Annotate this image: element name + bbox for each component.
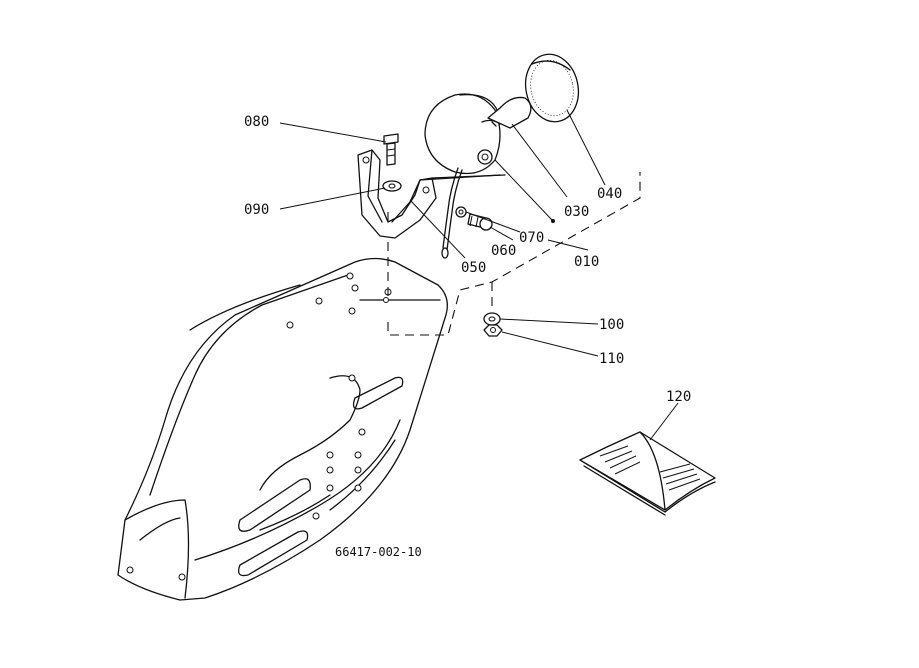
assembly-guides — [387, 172, 641, 336]
label-100: 100 — [599, 317, 624, 333]
bolt-080 — [382, 133, 402, 192]
label-060: 060 — [491, 243, 516, 259]
fender — [117, 257, 448, 601]
screw-060 — [467, 213, 493, 231]
operator-manual — [579, 431, 716, 516]
washer-100 — [483, 312, 501, 326]
label-120: 120 — [666, 389, 691, 405]
nut-110 — [483, 324, 503, 337]
label-080: 080 — [244, 114, 269, 130]
lamp-lens — [524, 53, 580, 123]
leader-lines — [279, 109, 679, 441]
label-050: 050 — [461, 260, 486, 276]
label-040: 040 — [597, 186, 622, 202]
label-090: 090 — [244, 202, 269, 218]
label-010: 010 — [574, 254, 599, 270]
drawing-reference-number: 66417-002-10 — [335, 545, 422, 559]
label-030: 030 — [564, 204, 589, 220]
label-070: 070 — [519, 230, 544, 246]
part-labels: 080 090 050 060 070 030 040 010 100 110 … — [244, 114, 691, 559]
washer-070 — [455, 206, 467, 218]
lamp-housing — [419, 93, 532, 259]
label-110: 110 — [599, 351, 624, 367]
lamp-bracket — [357, 149, 437, 239]
